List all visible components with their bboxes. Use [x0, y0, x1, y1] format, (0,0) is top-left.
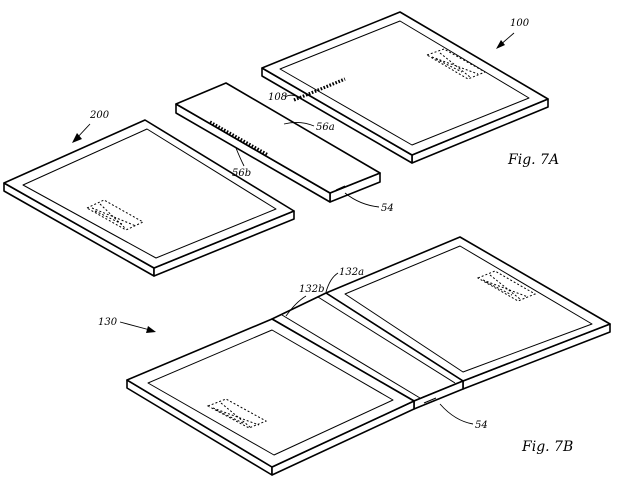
label-56b: 56b	[232, 168, 251, 179]
connector-strip	[175, 82, 381, 203]
label-54-bottom: 54	[475, 420, 488, 431]
hinge-teeth-56b	[209, 120, 269, 157]
left-panel-window	[206, 398, 268, 429]
label-130: 130	[98, 317, 118, 328]
device-100	[261, 11, 549, 164]
hinge-teeth-108	[293, 77, 346, 102]
device-200-window	[85, 199, 145, 231]
caption-fig-7b: Fig. 7B	[521, 439, 573, 455]
caption-fig-7a: Fig. 7A	[507, 152, 559, 168]
label-200: 200	[89, 110, 110, 121]
label-100: 100	[510, 18, 530, 29]
device-100-window	[425, 48, 487, 80]
label-132a: 132a	[339, 267, 364, 278]
label-108: 108	[268, 92, 287, 103]
right-panel-window	[476, 270, 537, 302]
label-132b: 132b	[299, 284, 325, 295]
label-54-top: 54	[381, 203, 394, 214]
combined-device-130	[126, 236, 611, 476]
device-200	[3, 119, 295, 277]
label-56a: 56a	[316, 122, 335, 133]
